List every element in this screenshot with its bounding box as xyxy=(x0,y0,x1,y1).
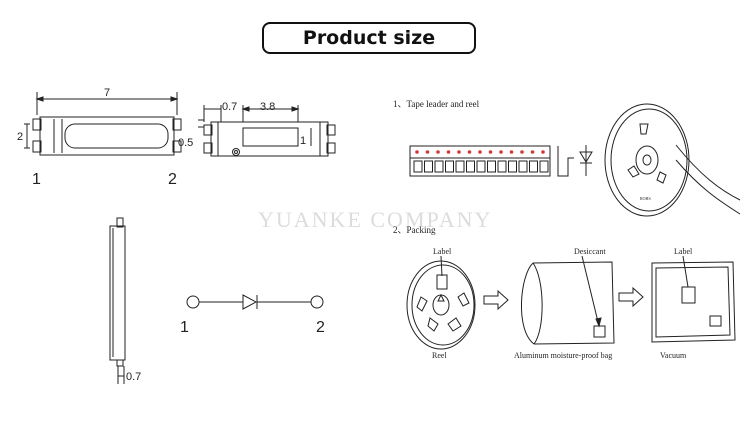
sprocket-hole xyxy=(425,150,430,154)
packing-heading: 2、Packing xyxy=(393,225,436,235)
tape-pocket xyxy=(424,160,433,173)
tape-pocket xyxy=(539,160,549,173)
front-pin-2: 2 xyxy=(168,171,177,188)
watermark: YUANKE COMPANY xyxy=(258,207,492,232)
sprocket-hole xyxy=(530,150,535,154)
arrow-2 xyxy=(618,286,644,308)
sprocket-hole xyxy=(446,150,451,154)
tape-pocket xyxy=(466,160,475,173)
tape-pocket xyxy=(445,160,454,173)
vacuum-label-text: Label xyxy=(674,247,693,256)
vacuum-pack xyxy=(651,255,736,343)
tape-pocket xyxy=(529,160,538,173)
tape-profile xyxy=(557,145,593,177)
sprocket-hole xyxy=(415,150,419,154)
sprocket-holes xyxy=(415,150,545,154)
top-dim-0.7: 0.7 xyxy=(222,101,237,113)
reel-caption: Reel xyxy=(432,351,447,360)
tape-pocket xyxy=(508,160,517,173)
top-view xyxy=(198,105,336,157)
top-dim-3.8: 3.8 xyxy=(260,101,275,113)
sprocket-hole xyxy=(509,150,514,154)
svg-text:ROHS: ROHS xyxy=(640,196,651,201)
front-view xyxy=(24,92,182,156)
packing-reel xyxy=(406,255,476,350)
vacuum-caption: Vacuum xyxy=(660,351,687,360)
diode-schematic xyxy=(186,294,324,310)
schematic-pin-1: 1 xyxy=(180,319,189,336)
top-dim-1: 1 xyxy=(300,135,306,147)
side-dim-0.7: 0.7 xyxy=(126,371,141,383)
tape-pocket xyxy=(476,160,486,173)
arrow-1 xyxy=(483,289,509,311)
front-height-dim: 2 xyxy=(17,131,23,143)
desiccant-label: Desiccant xyxy=(574,247,606,256)
tape-pocket xyxy=(413,160,423,173)
front-width-dim: 7 xyxy=(104,87,110,99)
sprocket-hole xyxy=(541,150,545,154)
sprocket-hole xyxy=(520,150,524,154)
sprocket-hole xyxy=(457,150,461,154)
product-size-title: Product size xyxy=(262,22,476,54)
front-pin-1: 1 xyxy=(32,171,41,188)
tape-heading: 1、Tape leader and reel xyxy=(393,99,480,109)
side-view xyxy=(109,217,126,384)
reel-with-tape: ROHS xyxy=(604,103,741,217)
sprocket-hole xyxy=(478,150,482,154)
tape-pocket xyxy=(497,160,507,173)
tape-pocket xyxy=(487,160,496,173)
schematic-pin-2: 2 xyxy=(316,319,325,336)
moisture-proof-bag xyxy=(521,255,615,345)
reel-label-text: Label xyxy=(433,247,452,256)
sprocket-hole xyxy=(467,150,472,154)
sprocket-hole xyxy=(488,150,493,154)
top-dim-0.5: 0.5 xyxy=(178,137,193,149)
sprocket-hole xyxy=(436,150,440,154)
bag-caption: Aluminum moisture-proof bag xyxy=(514,351,612,360)
tape-pocket xyxy=(455,160,465,173)
sprocket-hole xyxy=(499,150,503,154)
tape-pocket xyxy=(434,160,444,173)
carrier-tape xyxy=(409,145,551,177)
tape-pocket xyxy=(518,160,528,173)
